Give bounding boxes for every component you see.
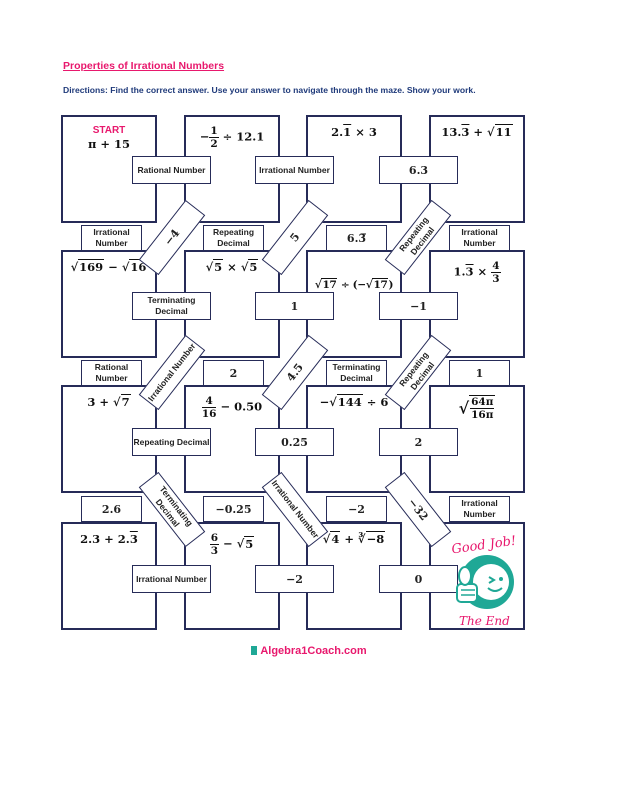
maze-box: 13.3 + √11 xyxy=(429,115,525,223)
connector: 0.25 xyxy=(255,428,334,456)
connector: 2 xyxy=(379,428,458,456)
connector: Irrational Number xyxy=(132,565,211,593)
expression: 13.3 + √11 xyxy=(441,124,513,139)
connector: −0.25 xyxy=(203,496,264,522)
worksheet-title: Properties of Irrational Numbers xyxy=(63,60,225,72)
connector: 2 xyxy=(203,360,264,386)
connector: Rational Number xyxy=(132,156,211,184)
connector: Irrational Number xyxy=(449,496,510,522)
connector: 1 xyxy=(255,292,334,320)
calculator-icon xyxy=(251,646,258,655)
expression: √5 × √5 xyxy=(205,259,259,274)
expression: √169 − √16 xyxy=(70,259,148,274)
expression: √17 ÷ (−√17) xyxy=(314,278,394,291)
good-job-text: Good Job! xyxy=(451,534,518,558)
connector: 1 xyxy=(449,360,510,386)
start-label: START xyxy=(92,125,126,136)
maze-box: 2.3 + 2.3 xyxy=(61,522,157,630)
connector: 6.3 xyxy=(379,156,458,184)
footer-text: Algebra1Coach.com xyxy=(260,645,367,657)
expression: 2.1 × 3 xyxy=(331,125,377,139)
footer-logo: Algebra1Coach.com xyxy=(0,645,618,657)
expression: 2.3 + 2.3 xyxy=(80,532,138,546)
the-end-text: The End xyxy=(459,614,510,628)
connector: Repeating Decimal xyxy=(203,225,264,251)
connector: Irrational Number xyxy=(449,225,510,251)
connector: −2 xyxy=(326,496,387,522)
expression: √4 + ∛−8 xyxy=(322,531,386,546)
connector: Irrational Number xyxy=(255,156,334,184)
directions: Directions: Find the correct answer. Use… xyxy=(63,85,476,95)
expression: π + 15 xyxy=(87,137,131,151)
connector: Irrational Number xyxy=(81,225,142,251)
connector: Terminating Decimal xyxy=(132,292,211,320)
connector: Terminating Decimal xyxy=(326,360,387,386)
connector: −2 xyxy=(255,565,334,593)
connector: 6.3̅ xyxy=(326,225,387,251)
smiley-thumbs-up-icon: Good Job! The End xyxy=(451,534,518,628)
good-job-graphic: Good Job! The End xyxy=(431,524,523,630)
connector: Repeating Decimal xyxy=(132,428,211,456)
expression: −√144 ÷ 6 xyxy=(319,394,389,409)
expression: 3 + √7 xyxy=(87,394,131,409)
connector: −1 xyxy=(379,292,458,320)
connector: Rational Number xyxy=(81,360,142,386)
connector: 0 xyxy=(379,565,458,593)
connector: 2.6 xyxy=(81,496,142,522)
